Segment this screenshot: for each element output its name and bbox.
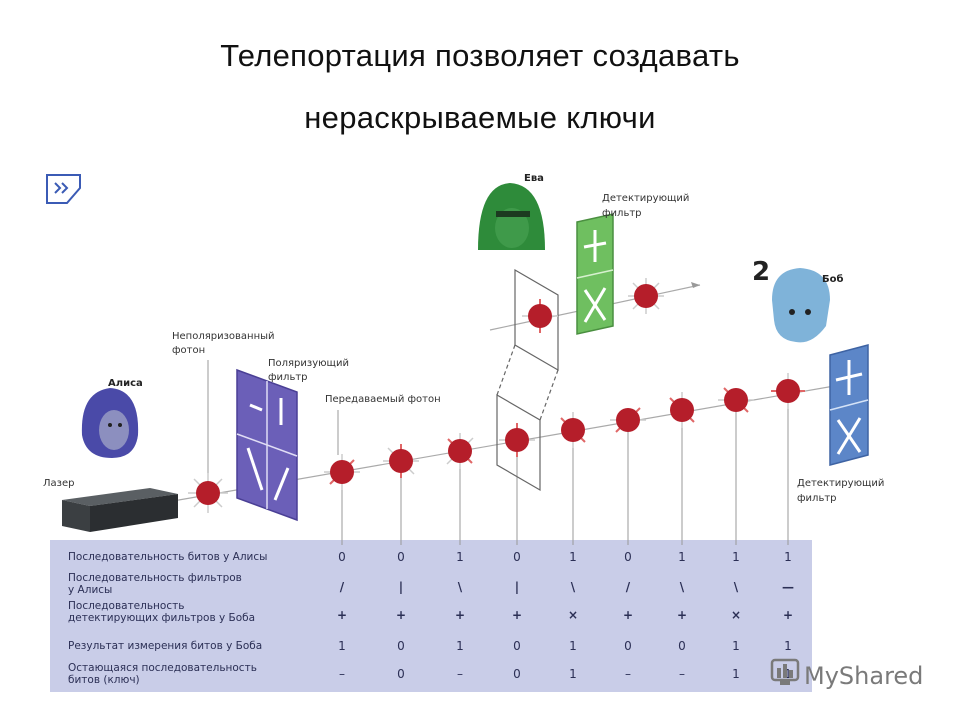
- laser-label: Лазер: [43, 478, 74, 489]
- alice-polarizing-filter: [236, 368, 298, 522]
- table-cell: 1: [732, 667, 740, 681]
- photon-7: [669, 392, 695, 428]
- photon-9: [771, 373, 805, 409]
- table-cell: —: [782, 580, 794, 594]
- table-cell: 1: [732, 639, 740, 653]
- table-cell: 0: [513, 639, 521, 653]
- table-cell: –: [457, 667, 463, 681]
- eve-intercept-frames: [496, 268, 559, 492]
- table-cell: \: [734, 580, 739, 594]
- table-cell: +: [337, 608, 347, 622]
- number-label: 2: [752, 257, 770, 287]
- detecting-filter-top-label-2: фильтр: [602, 208, 642, 219]
- bits-table-background: [50, 540, 812, 692]
- row-label-4-line-1: Результат измерения битов у Боба: [68, 640, 262, 652]
- alice-label: Алиса: [108, 378, 143, 389]
- table-cell: 1: [784, 667, 792, 681]
- table-cell: ×: [568, 608, 578, 622]
- row-label-2-line-2: у Алисы: [68, 584, 112, 596]
- row-label-1-line-1: Последовательность битов у Алисы: [68, 551, 267, 563]
- watermark-text: MyShared: [804, 662, 923, 690]
- bits-table: Последовательность битов у Алисы 0 0 1 0 1 0 1 1…: [68, 550, 794, 686]
- alice-avatar: [81, 388, 139, 458]
- detecting-filter-bob-label-2: фильтр: [797, 493, 837, 504]
- detecting-filter-bob-label-1: Детектирующий: [797, 478, 884, 489]
- photon-unpolarized: [188, 473, 228, 513]
- row-label-5-line-1: Остающаяся последовательность: [68, 662, 257, 674]
- table-cell: 1: [784, 639, 792, 653]
- table-cell: 1: [456, 639, 464, 653]
- table-cell: 0: [397, 550, 405, 564]
- photon-3: [446, 433, 474, 469]
- table-cell: \: [680, 580, 685, 594]
- unpolarized-photon-label-1: Неполяризованный: [172, 331, 275, 342]
- row-label-5-line-2: битов (ключ): [68, 674, 140, 686]
- table-cell: /: [340, 580, 345, 594]
- table-cell: 0: [624, 639, 632, 653]
- bob-detecting-filter: [829, 344, 869, 466]
- photon-8: [718, 387, 754, 413]
- navigation-arrow-icon[interactable]: [46, 174, 81, 204]
- table-cell: 0: [338, 550, 346, 564]
- laser-device: [62, 488, 178, 532]
- table-cell: –: [339, 667, 345, 681]
- table-cell: +: [512, 608, 522, 622]
- eve-detecting-filter: [576, 213, 614, 335]
- table-cell: ×: [731, 608, 741, 622]
- photon-6: [610, 407, 646, 433]
- unpolarized-photon-label-2: фотон: [172, 345, 205, 356]
- table-cell: 1: [338, 639, 346, 653]
- table-cell: 1: [678, 550, 686, 564]
- slide-title-line-1: Телепортация позволяет создавать: [220, 38, 740, 73]
- table-cell: 1: [569, 667, 577, 681]
- table-cell: \: [458, 580, 463, 594]
- table-cell: +: [677, 608, 687, 622]
- polarizing-filter-label-1: Поляризующий: [268, 358, 349, 369]
- table-cell: 0: [678, 639, 686, 653]
- table-cell: +: [396, 608, 406, 622]
- row-label-2-line-1: Последовательность фильтров: [68, 572, 242, 584]
- table-cell: 0: [513, 667, 521, 681]
- bob-label: Боб: [822, 273, 843, 285]
- table-cell: 0: [397, 639, 405, 653]
- table-cell: 1: [732, 550, 740, 564]
- table-cell: 0: [397, 667, 405, 681]
- photon-5: [560, 412, 586, 448]
- table-cell: –: [679, 667, 685, 681]
- table-cell: +: [783, 608, 793, 622]
- table-cell: 0: [513, 550, 521, 564]
- table-cell: |: [399, 580, 403, 594]
- table-cell: \: [571, 580, 576, 594]
- eve-avatar: [478, 183, 545, 250]
- row-label-3-line-1: Последовательность: [68, 600, 184, 612]
- table-cell: |: [515, 580, 519, 594]
- table-cell: 0: [624, 550, 632, 564]
- photon-eve-2: [628, 278, 664, 314]
- table-cell: +: [455, 608, 465, 622]
- photons: [188, 278, 805, 513]
- myshared-watermark: MyShared: [770, 658, 923, 690]
- table-cell: 1: [456, 550, 464, 564]
- transmitted-photon-label: Передаваемый фотон: [325, 394, 441, 405]
- photon-eve-1: [522, 299, 558, 333]
- beam-arrowhead: [691, 282, 700, 288]
- photon-4: [499, 423, 535, 457]
- monitor-logo-icon: [770, 658, 800, 685]
- photon-2: [383, 444, 419, 478]
- table-cell: –: [625, 667, 631, 681]
- eve-label: Ева: [524, 173, 544, 184]
- slide-title-line-2: нераскрываемые ключи: [304, 100, 656, 135]
- polarizing-filter-label-2: фильтр: [268, 372, 308, 383]
- table-cell: 1: [569, 639, 577, 653]
- drop-lines: [207, 360, 789, 545]
- photon-1: [324, 454, 360, 490]
- bob-avatar: [772, 268, 830, 343]
- table-cell: 1: [784, 550, 792, 564]
- row-label-3-line-2: детектирующих фильтров у Боба: [68, 612, 255, 624]
- table-cell: 1: [569, 550, 577, 564]
- detecting-filter-top-label-1: Детектирующий: [602, 193, 689, 204]
- table-cell: +: [623, 608, 633, 622]
- table-cell: /: [626, 580, 631, 594]
